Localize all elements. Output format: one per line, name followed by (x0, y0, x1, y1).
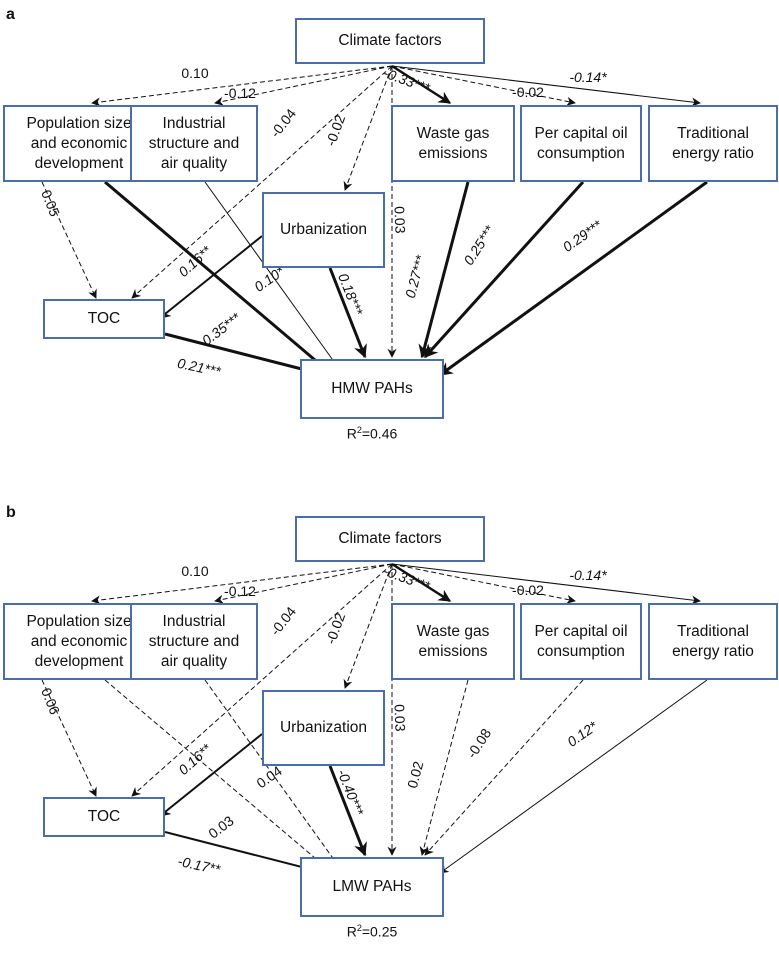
node-climate-factors: Climate factors (295, 18, 485, 64)
coefficient-oil-to-target: 0.25*** (460, 222, 497, 268)
path-pop-to-target (104, 180, 337, 379)
coefficient-trad-to-target: 0.12* (564, 718, 600, 750)
path-urban-to-toc (159, 235, 263, 319)
coefficient-climate-to-ind: -0.12 (224, 583, 256, 599)
coefficient-waste-to-target: 0.02 (404, 759, 427, 790)
path-waste-to-target (418, 181, 470, 359)
coefficient-climate-to-waste: -0.33*** (381, 563, 432, 595)
r-squared-value: =0.25 (361, 923, 398, 940)
coefficient-climate-to-toc: -0.04 (267, 105, 299, 140)
node-traditional-energy: Traditional energy ratio (648, 603, 778, 680)
r-squared: R2=0.25 (292, 923, 452, 940)
path-oil-to-target (423, 180, 585, 359)
path-urban-to-target (328, 765, 367, 857)
node-urbanization: Urbanization (262, 192, 385, 268)
path-pop-to-target (104, 679, 336, 876)
path-climate-to-waste (391, 562, 452, 603)
node-lmw-pahs: LMW PAHs (300, 857, 444, 917)
path-pop-to-toc (41, 181, 97, 299)
path-ind-to-target (204, 181, 346, 378)
coefficient-toc-to-target: -0.17** (176, 853, 222, 878)
coefficient-climate-to-target: 0.03 (392, 206, 409, 234)
r-squared: R2=0.46 (292, 425, 452, 442)
node-population-size: Population size and economic development (3, 105, 155, 182)
path-climate-to-trad (391, 65, 701, 107)
coefficient-oil-to-target: -0.08 (463, 725, 494, 761)
node-population-size: Population size and economic development (3, 603, 155, 680)
panel-letter: a (6, 6, 15, 23)
node-traditional-energy: Traditional energy ratio (648, 105, 778, 182)
node-toc: TOC (43, 299, 165, 339)
path-trad-to-target (439, 679, 708, 874)
path-climate-to-trad (391, 563, 701, 605)
coefficient-climate-to-oil: -0.02 (512, 84, 544, 100)
path-waste-to-target (419, 679, 469, 856)
path-climate-to-toc (131, 65, 393, 299)
node-hmw-pahs: HMW PAHs (300, 359, 444, 419)
path-urban-to-toc (159, 733, 263, 817)
r-squared-superscript: 2 (356, 923, 362, 933)
coefficient-pop-to-toc: 0.06 (38, 685, 63, 716)
coefficient-climate-to-target: 0.03 (392, 704, 409, 732)
node-waste-gas-emissions: Waste gas emissions (391, 603, 515, 680)
coefficient-pop-to-target: 0.03 (205, 812, 237, 841)
coefficient-climate-to-trad: -0.14* (569, 69, 607, 85)
coefficient-toc-to-target: 0.21*** (176, 355, 223, 380)
path-trad-to-target (438, 180, 708, 377)
coefficient-urban-to-toc: 0.16** (175, 740, 214, 778)
path-climate-to-ind (214, 65, 393, 106)
panel-a-paths: 0.10 -0.12 -0.04 -0.02 0.03 -0.33*** -0.02 -0.1… (38, 64, 708, 381)
node-waste-gas-emissions: Waste gas emissions (391, 105, 515, 182)
panel-a: 0.10 -0.12 -0.04 -0.02 0.03 -0.33*** -0.02 -0.1… (0, 0, 779, 476)
node-per-capital-oil: Per capital oil consumption (520, 603, 642, 680)
coefficient-pop-to-target: 0.35*** (199, 309, 244, 348)
panel-letter: b (6, 504, 16, 521)
path-climate-to-toc (131, 563, 393, 797)
path-climate-to-oil (391, 65, 576, 106)
path-climate-to-urban (343, 65, 393, 191)
coefficient-climate-to-ind: -0.12 (224, 85, 256, 101)
node-toc: TOC (43, 797, 165, 837)
path-climate-to-ind (214, 563, 393, 604)
coefficient-climate-to-urban: -0.02 (322, 112, 348, 148)
coefficient-climate-to-toc: -0.04 (267, 603, 299, 638)
coefficient-climate-to-oil: -0.02 (512, 582, 544, 598)
coefficient-climate-to-waste: -0.33*** (381, 65, 432, 97)
r-squared-value: =0.46 (361, 425, 398, 442)
node-urbanization: Urbanization (262, 690, 385, 766)
node-industrial-structure: Industrial structure and air quality (130, 105, 258, 182)
path-urban-to-target (328, 267, 367, 359)
node-climate-factors: Climate factors (295, 516, 485, 562)
path-climate-to-pop (91, 65, 393, 107)
path-oil-to-target (424, 679, 584, 856)
coefficient-pop-to-toc: 0.05 (38, 187, 63, 218)
path-pop-to-toc (41, 679, 97, 797)
path-climate-to-pop (91, 563, 393, 605)
coefficient-climate-to-trad: -0.14* (569, 567, 607, 583)
panel-b: 0.10 -0.12 -0.04 -0.02 0.03 -0.33*** -0.02 -0.1… (0, 498, 779, 974)
r-squared-prefix: R (346, 923, 357, 940)
r-squared-prefix: R (346, 425, 357, 442)
coefficient-climate-to-pop: 0.10 (181, 65, 208, 81)
coefficient-ind-to-target: 0.04 (253, 762, 285, 791)
coefficient-climate-to-urban: -0.02 (322, 610, 348, 646)
path-climate-to-urban (343, 563, 393, 689)
node-industrial-structure: Industrial structure and air quality (130, 603, 258, 680)
path-ind-to-target (204, 679, 346, 876)
node-per-capital-oil: Per capital oil consumption (520, 105, 642, 182)
coefficient-climate-to-pop: 0.10 (181, 563, 208, 579)
coefficient-trad-to-target: 0.29*** (560, 217, 605, 255)
path-climate-to-oil (391, 563, 576, 604)
coefficient-waste-to-target: 0.27*** (402, 253, 429, 300)
panel-b-paths: 0.10 -0.12 -0.04 -0.02 0.03 -0.33*** -0.02 -0.1… (38, 562, 708, 878)
r-squared-superscript: 2 (356, 425, 362, 435)
path-climate-to-waste (391, 64, 452, 105)
